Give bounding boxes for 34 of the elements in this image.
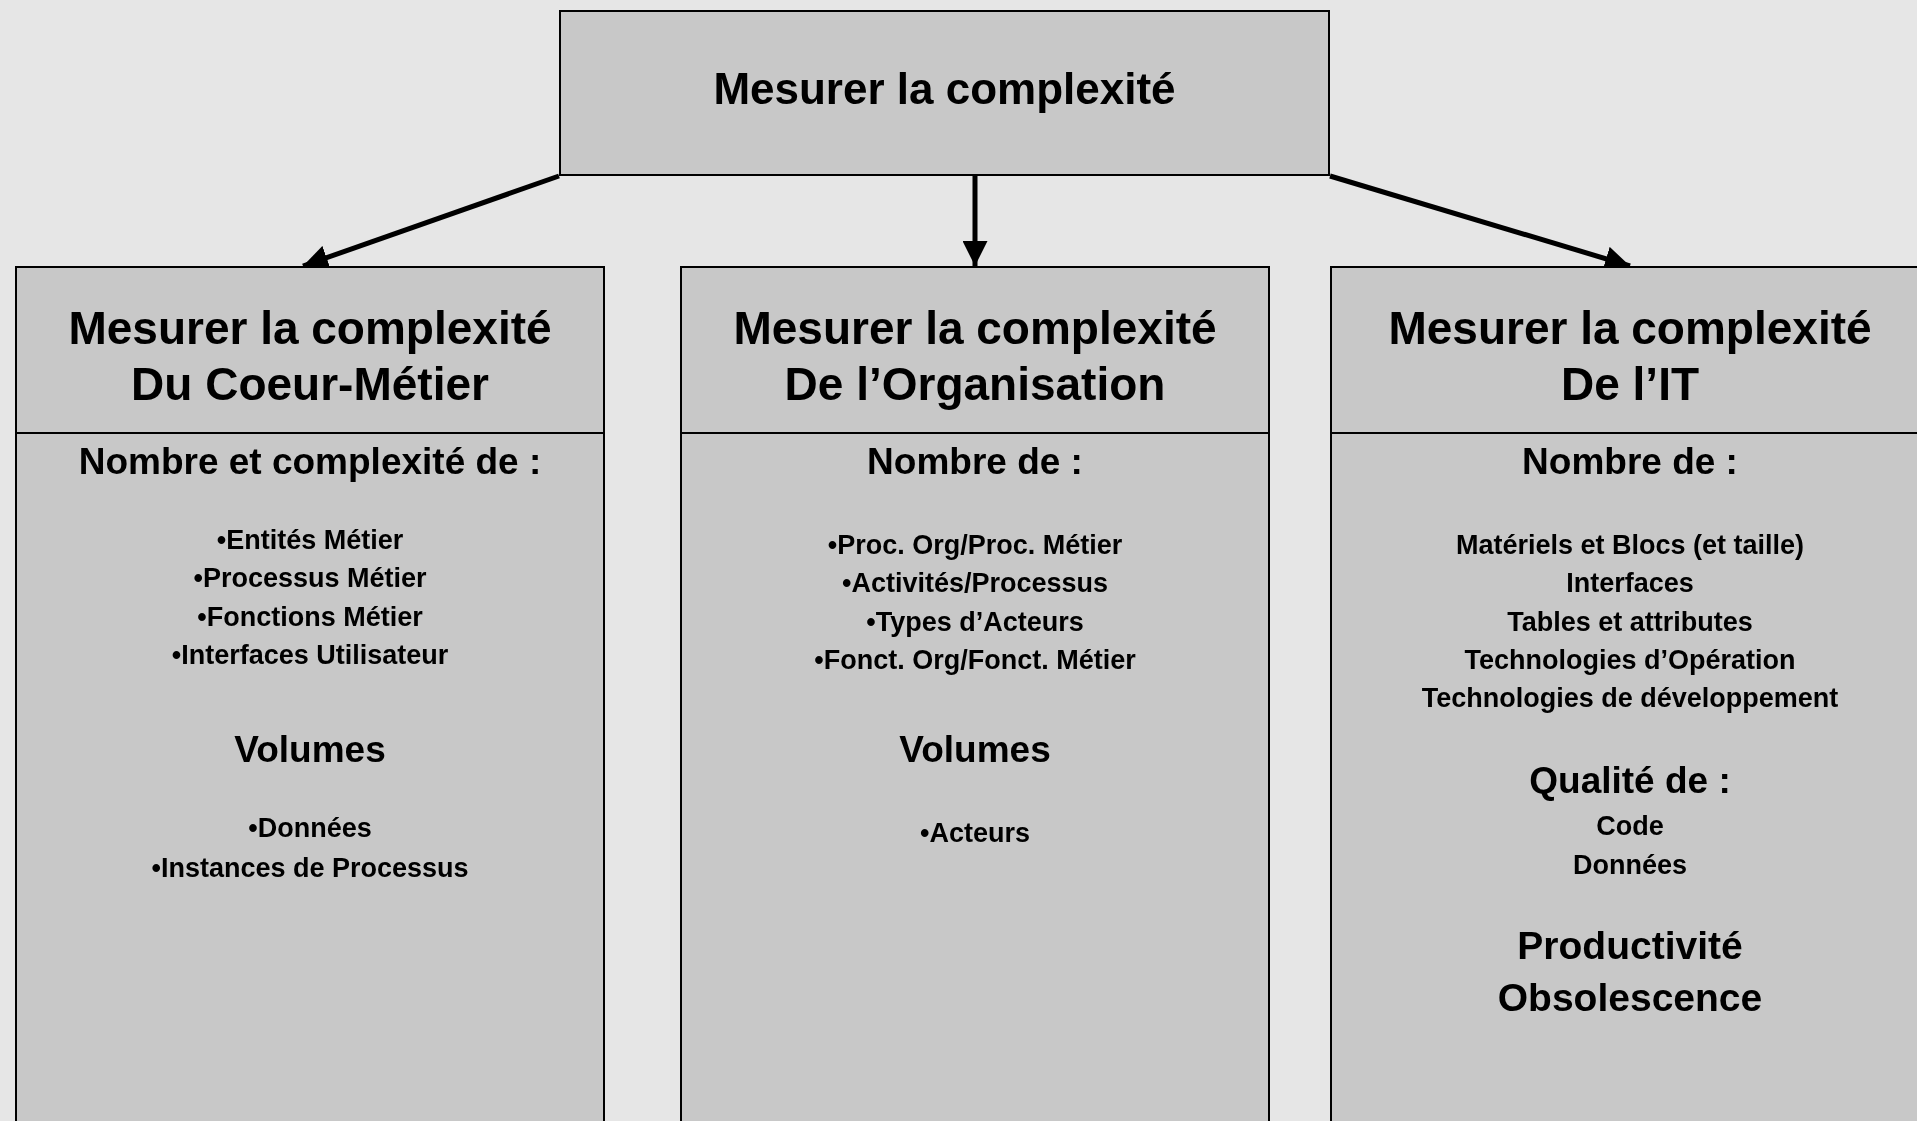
list-item: Code [1595, 810, 1665, 843]
title-box [559, 10, 1330, 176]
list-item: Données [1572, 849, 1688, 882]
list-item: •Interfaces Utilisateur [170, 639, 450, 672]
list-item: •Proc. Org/Proc. Métier [826, 529, 1124, 562]
box-heading: Mesurer la complexité [712, 64, 1177, 114]
box-heading: Mesurer la complexité De l’IT [1387, 301, 1873, 412]
section-heading: Productivité Obsolescence [1496, 923, 1764, 1021]
list-item: Interfaces [1565, 567, 1695, 600]
list-item: •Fonctions Métier [196, 601, 424, 634]
box-heading: Mesurer la complexité Du Coeur-Métier [67, 301, 553, 412]
column-box [680, 266, 1270, 1121]
section-heading: Nombre de : [1521, 440, 1739, 484]
section-heading: Qualité de : [1528, 759, 1732, 803]
list-item: •Données [247, 812, 373, 845]
list-item: •Processus Métier [192, 562, 428, 595]
list-item: •Activités/Processus [840, 567, 1110, 600]
list-item: •Acteurs [919, 817, 1031, 850]
list-item: •Types d’Acteurs [865, 606, 1085, 639]
list-item: Tables et attributes [1506, 606, 1754, 639]
list-item: •Fonct. Org/Fonct. Métier [813, 644, 1137, 677]
list-item: Matériels et Blocs (et taille) [1454, 529, 1806, 562]
section-heading: Volumes [898, 728, 1052, 772]
section-heading: Nombre et complexité de : [77, 440, 543, 484]
list-item: Technologies de développement [1420, 682, 1840, 715]
column-box [1330, 266, 1917, 1121]
list-item: Technologies d’Opération [1463, 644, 1797, 677]
list-item: •Instances de Processus [150, 852, 470, 885]
box-heading: Mesurer la complexité De l’Organisation [732, 301, 1218, 412]
column-box [15, 266, 605, 1121]
section-heading: Nombre de : [866, 440, 1084, 484]
arrow [962, 176, 988, 266]
list-item: •Entités Métier [215, 524, 405, 557]
section-heading: Volumes [233, 728, 387, 772]
